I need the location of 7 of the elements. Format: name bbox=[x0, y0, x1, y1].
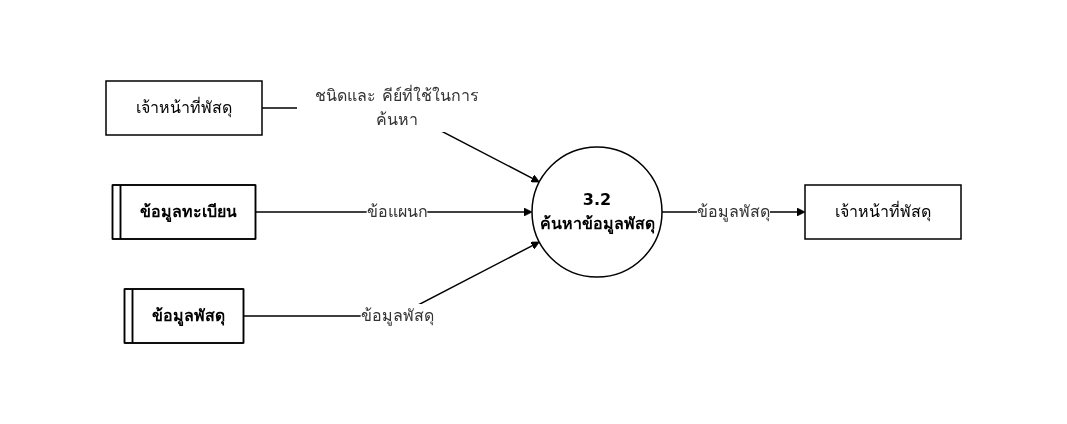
node-box: เจ้าหน้าที่พัสดุ bbox=[105, 80, 263, 136]
edge-label: ข้อแผนก bbox=[366, 202, 428, 221]
node-circle: 3.2 ค้นหาข้อมูลพัสดุ bbox=[531, 146, 663, 278]
edge-label: ชนิดและ คีย์ที่ใช้ในการค้นหา bbox=[315, 86, 479, 129]
edge-label: ข้อมูลพัสดุ bbox=[360, 306, 434, 325]
node-box: เจ้าหน้าที่พัสดุ bbox=[804, 184, 962, 240]
edge-label: ข้อมูลพัสดุ bbox=[697, 202, 770, 221]
